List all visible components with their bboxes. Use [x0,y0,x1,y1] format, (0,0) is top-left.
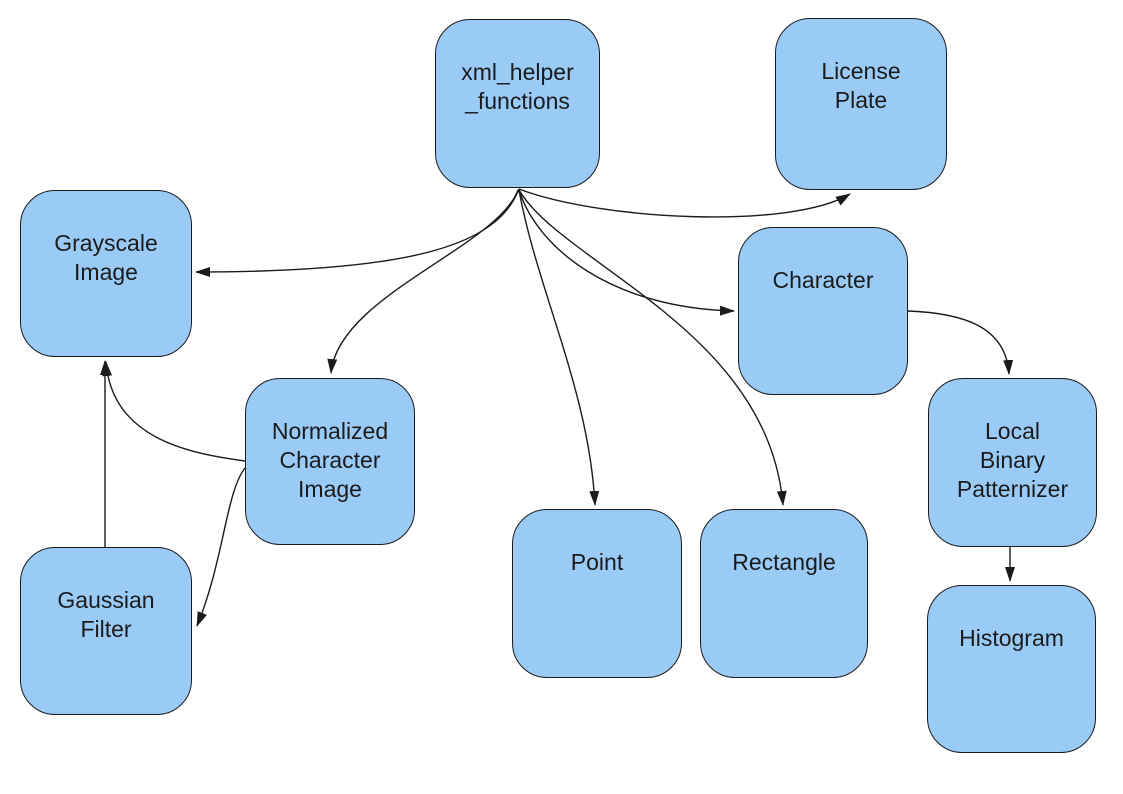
node-label-grayscale-image: Grayscale Image [54,230,158,285]
edge-xml-helper-functions-to-grayscale-image [195,188,520,277]
node-normalized-character-image: Normalized Character Image [245,378,415,545]
edge-xml-helper-functions-to-point [518,189,600,506]
edge-xml-helper-functions-to-character [518,189,735,316]
node-character: Character [738,227,908,395]
node-license-plate: License Plate [775,18,947,190]
node-label-xml-helper-functions: xml_helper _functions [461,59,574,114]
edge-normalized-character-image-to-gaussian-filter [196,467,246,627]
edge-normalized-character-image-to-grayscale-image [102,361,246,462]
node-histogram: Histogram [927,585,1096,753]
edge-xml-helper-functions-to-license-plate [518,188,851,218]
node-point: Point [512,509,682,678]
node-xml-helper-functions: xml_helper _functions [435,19,600,188]
node-label-point: Point [570,549,624,575]
node-rectangle: Rectangle [700,509,868,678]
node-label-rectangle: Rectangle [732,549,836,575]
node-label-gaussian-filter: Gaussian Filter [57,587,155,642]
edge-xml-helper-functions-to-normalized-character-image [327,189,519,374]
node-label-histogram: Histogram [959,625,1064,651]
node-grayscale-image: Grayscale Image [20,190,192,357]
node-local-binary-patternizer: Local Binary Patternizer [928,378,1097,547]
node-label-normalized-character-image: Normalized Character Image [271,418,389,502]
node-label-license-plate: License Plate [821,58,901,113]
node-gaussian-filter: Gaussian Filter [20,547,192,715]
node-label-local-binary-patternizer: Local Binary Patternizer [956,418,1069,502]
edge-character-to-local-binary-patternizer [907,310,1014,375]
node-label-character: Character [772,267,874,293]
